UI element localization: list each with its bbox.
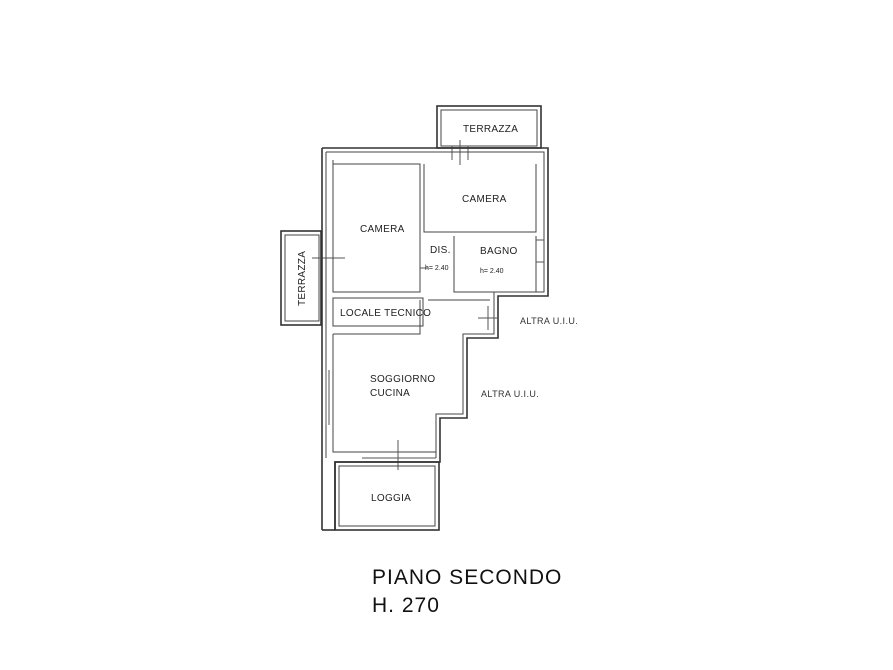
- bagno-label: BAGNO: [480, 246, 518, 257]
- terrace-top-label: TERRAZZA: [463, 124, 518, 135]
- soggiorno-label: SOGGIORNO: [370, 374, 435, 385]
- neighbor-unit-label-2: ALTRA U.I.U.: [481, 389, 539, 399]
- floor-height: H. 270: [372, 594, 440, 617]
- loggia-area: [334, 461, 440, 531]
- terrace-left-label: TERRAZZA: [297, 251, 308, 306]
- loggia-label: LOGGIA: [371, 493, 411, 504]
- terrace-left: [280, 230, 345, 326]
- interior-walls: [332, 160, 544, 470]
- camera-left-label: CAMERA: [360, 224, 405, 235]
- dis-height-label: h= 2.40: [425, 265, 449, 272]
- neighbor-unit-label-1: ALTRA U.I.U.: [520, 316, 578, 326]
- camera-right-label: CAMERA: [462, 194, 507, 205]
- dis-label: DIS.: [430, 245, 451, 256]
- floor-title: PIANO SECONDO: [372, 566, 563, 589]
- locale-tecnico-label: LOCALE TECNICO: [340, 308, 431, 319]
- terrace-top: [436, 105, 542, 165]
- bagno-height-label: h= 2.40: [480, 268, 504, 275]
- cucina-label: CUCINA: [370, 388, 410, 399]
